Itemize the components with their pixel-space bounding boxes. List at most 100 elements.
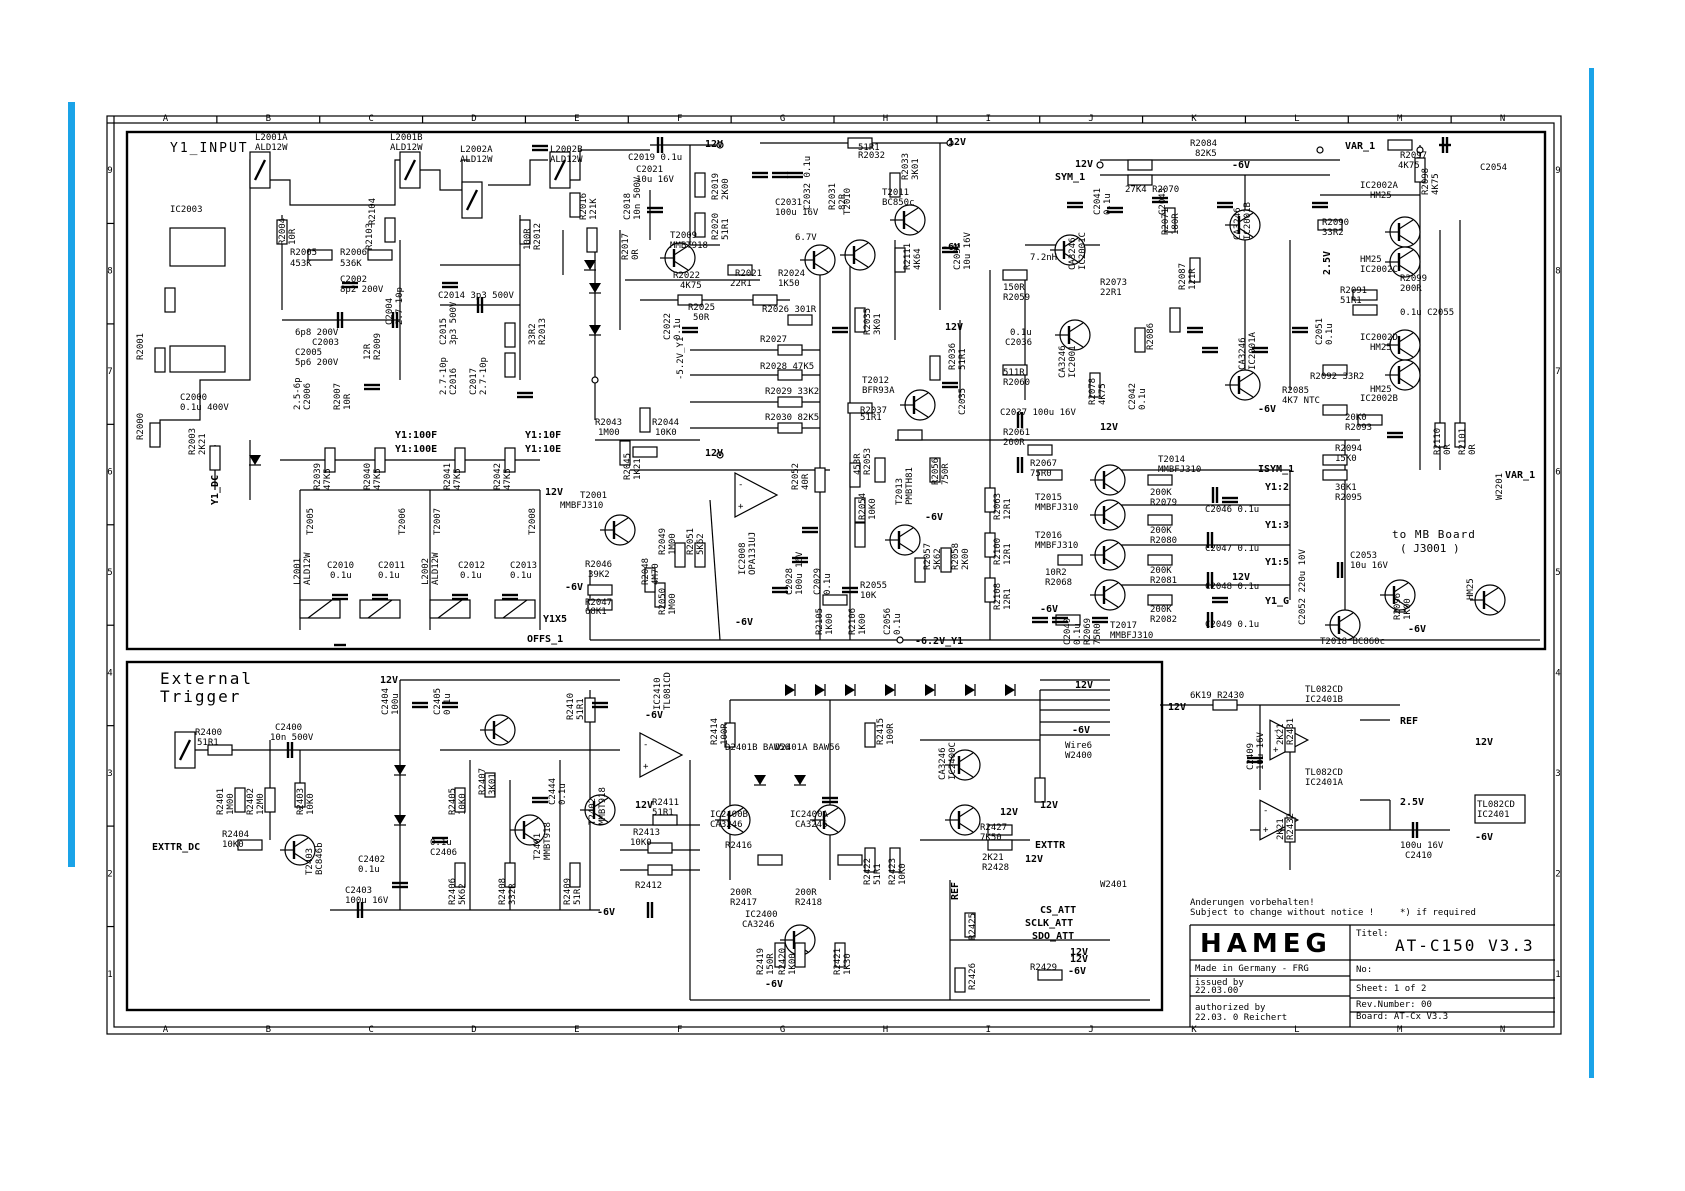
label-c2013: C2013 [510, 561, 537, 571]
label-r2411: R2411 [652, 798, 679, 808]
label-c2403v: 100u 16V [345, 896, 389, 906]
diode-symbol [965, 684, 976, 696]
label-r2085v: 4K7 NTC [1282, 396, 1320, 406]
resistor-symbol [504, 447, 516, 473]
label-l2002: L2002 [421, 558, 431, 585]
label-r2416: R2416 [725, 841, 752, 851]
transistor-symbol [480, 714, 516, 746]
label-c2003v: 6p8 200V [295, 328, 339, 338]
resistor-symbol [294, 782, 306, 808]
label-d2401b: D2401B BAW56 [725, 743, 790, 753]
port-isym1: ISYM_1 [1258, 464, 1294, 475]
capacitor-symbol [1336, 562, 1344, 578]
relay-coil-symbol [359, 599, 401, 619]
label-c2052: C2052 220u 10V [1298, 549, 1308, 625]
component-group: -+-+-+-+ [149, 137, 1526, 993]
label-ic2401bv: IC2401B [1305, 695, 1343, 705]
port-cs-att: CS_ATT [1040, 905, 1076, 916]
grid-row-left: 1 [107, 970, 112, 980]
supply-label: 12V [945, 322, 963, 333]
label-r2094v: 15K0 [1335, 454, 1357, 464]
label-r2055v: 10K [860, 591, 877, 601]
transistor-symbol [840, 239, 876, 271]
label-r2032: R2032 [858, 151, 885, 161]
supply-label: 12V [948, 137, 966, 148]
resistor-symbol [694, 172, 706, 198]
label-r2046v: 39K2 [588, 570, 610, 580]
label-r2013: R2013 [538, 318, 548, 345]
capacitor-symbol [1292, 326, 1308, 334]
label-r2006v: 536K [340, 259, 362, 269]
label-r2425: R2425 [968, 913, 978, 940]
label-t2017: T2017 [1110, 621, 1137, 631]
label-c2409v: 10u 16V [1256, 731, 1266, 770]
authorized-by: 22.03. 0 Reichert [1195, 1013, 1287, 1023]
label-r2417v: R2417 [730, 898, 757, 908]
resistor-symbol [619, 440, 631, 466]
supply-label: -6V [942, 242, 960, 253]
label-t2012v: BFR93A [862, 386, 895, 396]
resistor-symbol [814, 467, 826, 493]
label-r2030l: R2039 [313, 463, 323, 490]
grid-col-top: J [1088, 114, 1093, 124]
label-r2009: R2009 [373, 333, 383, 360]
label-r2061v: 200R [1003, 438, 1025, 448]
label-w2400: Wire6 [1065, 741, 1092, 751]
relay-switch-symbol [549, 151, 571, 189]
label-c2005: C2005 [295, 348, 322, 358]
diode-symbol [785, 684, 796, 696]
label-c2402v: 0.1u [358, 865, 380, 875]
label-ic2400b: IC2400B [710, 810, 748, 820]
label-t2016: T2016 [1035, 531, 1062, 541]
label-r2040: R2040 [363, 463, 373, 490]
svg-text:+: + [643, 762, 649, 772]
label-c2410: 100u 16V [1400, 841, 1444, 851]
resistor-symbol [1169, 307, 1181, 333]
label-r2106v: 1K00 [858, 613, 868, 635]
label-r2044v: 10K0 [655, 428, 677, 438]
transistor-symbol [1090, 499, 1126, 531]
issued-label: issued by [1195, 978, 1244, 988]
resistor-symbol [1027, 444, 1053, 456]
resistor-symbol [834, 942, 846, 968]
authorized-label: authorized by [1195, 1003, 1266, 1013]
label-r2405v: 10K0 [458, 793, 468, 815]
resistor-symbol [654, 582, 666, 608]
label-r2037: R2037 [860, 406, 887, 416]
rev-number: Rev.Number: 00 [1356, 1000, 1432, 1010]
capacitor-symbol [646, 902, 654, 918]
label-r2100: R2100 [993, 538, 1003, 565]
label-r2056v: 750R [941, 463, 951, 485]
label-c2018v: 10n 500V [633, 176, 643, 220]
label-c2029: C2029 [813, 568, 823, 595]
label-c2017v: 2.7-10p [479, 357, 489, 395]
resistor-symbol [237, 839, 263, 851]
label-r2029: R2029 33K2 [765, 387, 819, 397]
label-r2047v: 68K1 [585, 607, 607, 617]
diode-symbol [589, 325, 601, 336]
port-exttr: EXTTR [1035, 840, 1066, 851]
made-in: Made in Germany - FRG [1195, 964, 1309, 974]
label-r2417: 200R [730, 888, 752, 898]
label-c2043: C2043 [1158, 188, 1168, 215]
label-r2419: R2419 [756, 948, 766, 975]
label-r2415v: 100R [886, 723, 896, 745]
resistor-symbol [984, 532, 996, 558]
label-t2016v: MMBFJ310 [1035, 541, 1078, 551]
label-r2052v: 40R [801, 473, 811, 490]
capacitor-symbol [1202, 346, 1218, 354]
port-2v5: 2.5V [1400, 797, 1424, 808]
label-c2444v: 0.1u [558, 783, 568, 805]
label-r2097v: 4K75 [1398, 161, 1420, 171]
grid-col-bottom: B [266, 1025, 271, 1035]
label-r2003: R2003 [188, 428, 198, 455]
resistor-symbol [777, 369, 803, 381]
transistor-symbol [600, 514, 636, 546]
opamp-symbol: -+ [734, 472, 779, 518]
resistor-symbol [1284, 727, 1296, 753]
label-r2028: R2028 47K5 [760, 362, 814, 372]
resistor-symbol [940, 547, 952, 573]
label-t2402: T2402 [588, 798, 598, 825]
capacitor-symbol [1016, 412, 1024, 428]
label-t2008: T2008 [528, 508, 538, 535]
